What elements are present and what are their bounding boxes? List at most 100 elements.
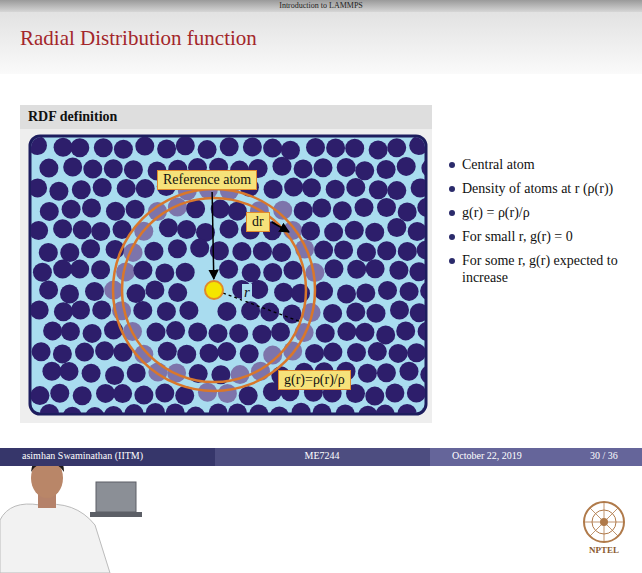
atom xyxy=(411,179,425,198)
atom xyxy=(302,178,321,197)
atom xyxy=(323,343,342,362)
atom xyxy=(369,180,388,199)
atom xyxy=(60,362,79,381)
atom xyxy=(126,200,145,219)
atom xyxy=(398,242,417,261)
atom xyxy=(334,241,353,260)
atom xyxy=(356,283,375,302)
bullet-text: Density of atoms at r (ρ(r)) xyxy=(462,180,634,197)
atom xyxy=(73,220,92,239)
atom xyxy=(366,259,385,278)
atom xyxy=(397,157,416,176)
atom xyxy=(188,323,207,342)
bullet-text: For small r, g(r) = 0 xyxy=(462,228,634,245)
atom xyxy=(357,243,376,262)
atom xyxy=(211,200,230,219)
atom xyxy=(53,219,72,238)
slide-title: Radial Distribution function xyxy=(20,26,257,51)
atom xyxy=(369,140,388,159)
atom xyxy=(410,303,425,322)
atom xyxy=(368,342,387,361)
atom xyxy=(409,262,425,281)
atom xyxy=(281,141,300,160)
atom xyxy=(239,386,258,405)
atom xyxy=(389,344,408,363)
callout-text: g(r)=ρ(r)/ρ xyxy=(284,372,345,387)
atom xyxy=(127,284,146,303)
bullet-text: For some r, g(r) expected to increase xyxy=(462,252,634,286)
leader-line xyxy=(272,222,289,232)
atom xyxy=(294,201,313,220)
atom xyxy=(252,325,271,344)
atom xyxy=(40,404,59,413)
atom xyxy=(146,403,165,413)
atom xyxy=(400,362,419,381)
atom xyxy=(326,138,345,157)
atom xyxy=(253,242,272,261)
atom xyxy=(62,200,81,219)
atom xyxy=(124,160,143,179)
atom xyxy=(105,366,124,385)
atom xyxy=(106,202,125,221)
atom xyxy=(376,405,395,413)
atom xyxy=(241,301,260,320)
formula-box: g(r)=ρ(r)/ρ xyxy=(278,370,351,390)
footer-date: October 22, 2019 xyxy=(452,450,522,461)
atom xyxy=(75,343,94,362)
atom xyxy=(82,364,101,383)
atom xyxy=(133,301,152,320)
atom xyxy=(168,239,187,258)
atom xyxy=(229,324,248,343)
atom xyxy=(301,222,320,241)
atom xyxy=(209,404,228,414)
atom xyxy=(337,322,356,341)
atom xyxy=(418,322,425,341)
atom xyxy=(85,407,104,413)
atom xyxy=(60,285,79,304)
atom xyxy=(377,363,396,382)
atom xyxy=(346,302,365,321)
atom xyxy=(168,283,187,302)
atom xyxy=(400,282,419,301)
atom xyxy=(200,344,219,363)
atom xyxy=(398,404,417,413)
atom xyxy=(91,260,110,279)
atom xyxy=(333,201,352,220)
atom xyxy=(249,404,268,413)
title-band xyxy=(0,12,642,74)
atom xyxy=(177,220,196,239)
atom xyxy=(73,386,92,405)
atom xyxy=(417,241,425,260)
atom xyxy=(407,384,425,403)
atom xyxy=(292,403,311,413)
atom xyxy=(347,343,366,362)
atom xyxy=(347,260,366,279)
atom xyxy=(365,223,384,242)
atom xyxy=(271,323,290,342)
atom xyxy=(294,159,313,178)
atom xyxy=(104,159,123,178)
atom xyxy=(166,321,185,340)
bullet-dot xyxy=(449,234,455,240)
atom xyxy=(240,344,259,363)
atom xyxy=(407,343,425,362)
atom xyxy=(326,180,345,199)
atom xyxy=(355,161,374,180)
reference-atom xyxy=(205,281,223,299)
bullet-text: g(r) = ρ(r)/ρ xyxy=(462,204,634,221)
atom xyxy=(420,406,425,413)
atom xyxy=(176,137,195,155)
atom xyxy=(242,263,261,282)
atom xyxy=(313,403,332,413)
atom xyxy=(420,281,425,300)
atom xyxy=(31,178,47,197)
atom xyxy=(417,198,425,217)
logo-text: NPTEL xyxy=(589,545,619,555)
atom xyxy=(127,364,146,383)
atom xyxy=(355,198,374,217)
block-frame xyxy=(20,105,432,423)
atom xyxy=(284,178,303,197)
atom xyxy=(387,218,406,237)
atom xyxy=(305,344,324,363)
